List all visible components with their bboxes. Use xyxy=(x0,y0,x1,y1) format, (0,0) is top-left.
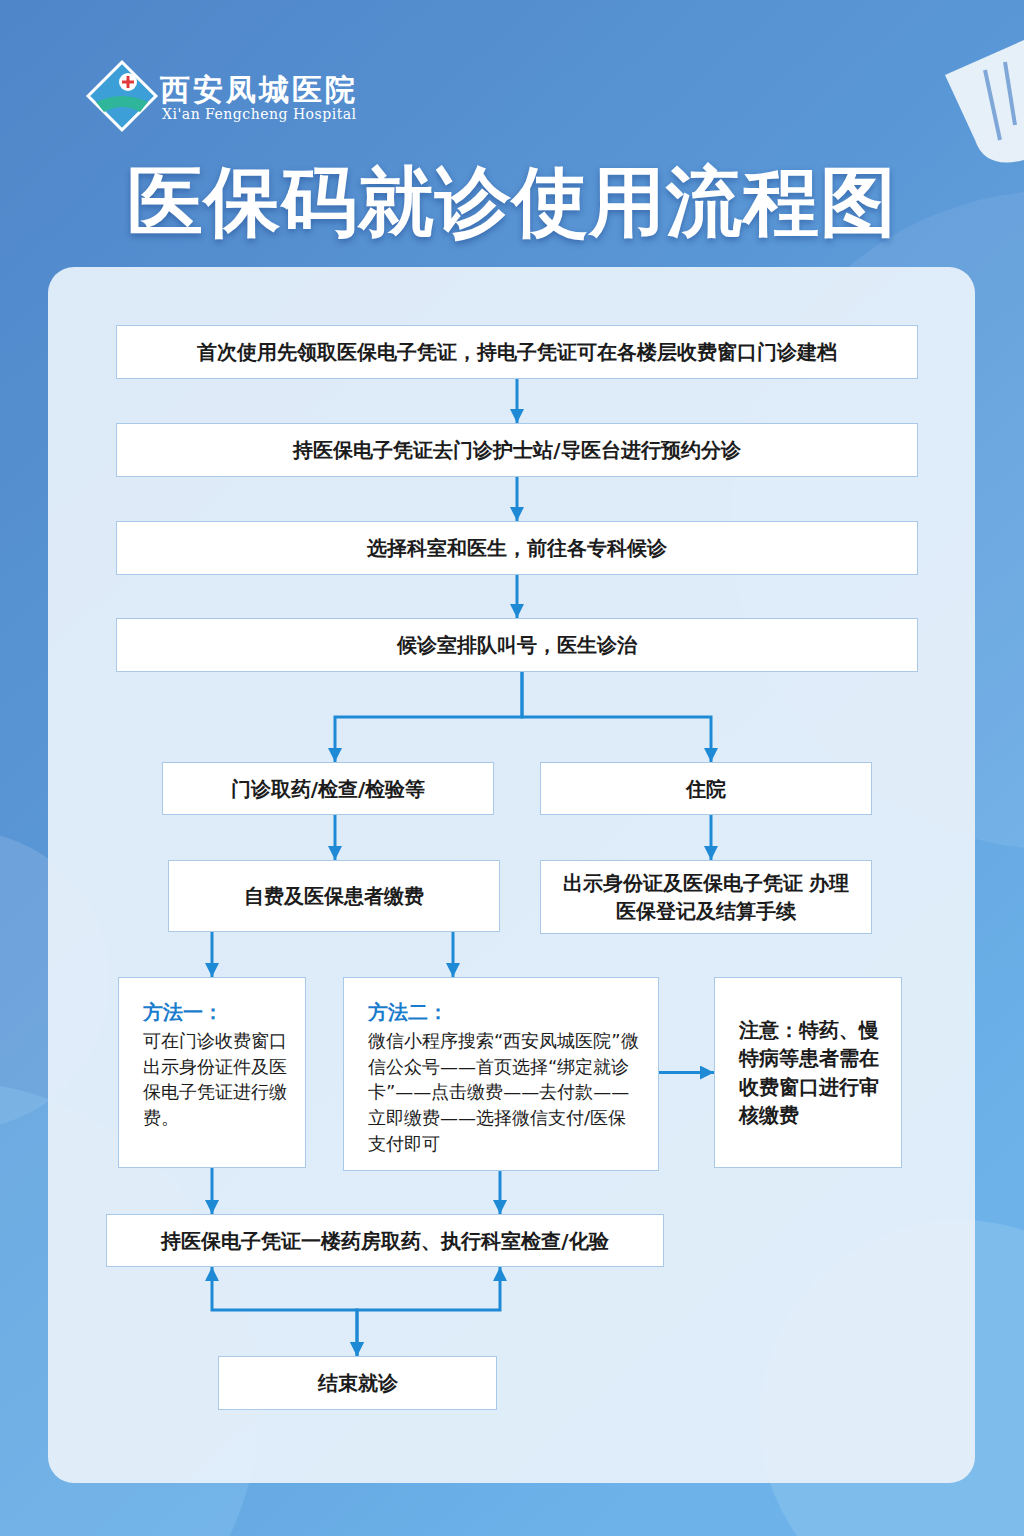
method-box: 方法一：可在门诊收费窗口出示身份证件及医保电子凭证进行缴费。 xyxy=(118,977,306,1168)
hospital-name: 西安凤城医院 xyxy=(160,70,358,111)
flow-arrow xyxy=(357,1267,500,1356)
method-box: 方法二：微信小程序搜索“西安凤城医院”微信公众号——首页选择“绑定就诊卡”——点… xyxy=(343,977,659,1171)
flow-arrow xyxy=(522,672,711,762)
process-box: 持医保电子凭证一楼药房取药、执行科室检查/化验 xyxy=(106,1214,664,1267)
method-heading: 方法一： xyxy=(143,998,287,1026)
process-box: 候诊室排队叫号，医生诊治 xyxy=(116,618,918,672)
box-text: 自费及医保患者缴费 xyxy=(244,882,424,910)
flow-arrow xyxy=(659,1071,714,1074)
flow-arrow xyxy=(516,379,519,423)
deco-shape xyxy=(945,40,1024,163)
process-box: 选择科室和医生，前往各专科候诊 xyxy=(116,521,918,575)
content-panel xyxy=(48,267,975,1483)
flow-arrow xyxy=(334,815,337,860)
flow-arrow xyxy=(710,815,713,860)
process-box: 出示身份证及医保电子凭证 办理医保登记及结算手续 xyxy=(540,860,872,934)
box-text: 微信小程序搜索“西安凤城医院”微信公众号——首页选择“绑定就诊卡”——点击缴费—… xyxy=(368,1028,640,1156)
flow-arrow xyxy=(211,932,214,977)
flow-arrow xyxy=(335,672,522,762)
box-text: 候诊室排队叫号，医生诊治 xyxy=(397,631,637,659)
note-box: 注意：特药、慢特病等患者需在收费窗口进行审核缴费 xyxy=(714,977,902,1168)
box-text: 结束就诊 xyxy=(318,1369,398,1397)
box-text: 可在门诊收费窗口出示身份证件及医保电子凭证进行缴费。 xyxy=(143,1028,287,1130)
process-box: 门诊取药/检查/检验等 xyxy=(162,762,494,815)
hospital-name-en: Xi'an Fengcheng Hospital xyxy=(162,106,357,122)
end-box: 结束就诊 xyxy=(218,1356,497,1410)
flow-arrow xyxy=(212,1267,357,1356)
method-heading: 方法二： xyxy=(368,998,640,1026)
box-text: 注意：特药、慢特病等患者需在收费窗口进行审核缴费 xyxy=(739,1016,883,1130)
process-box: 首次使用先领取医保电子凭证，持电子凭证可在各楼层收费窗口门诊建档 xyxy=(116,325,918,379)
process-box: 自费及医保患者缴费 xyxy=(168,860,500,932)
logo-icon xyxy=(88,62,156,130)
flow-arrow xyxy=(516,477,519,521)
box-text: 住院 xyxy=(686,775,726,803)
flow-arrow xyxy=(499,1171,502,1214)
box-text: 出示身份证及医保电子凭证 办理医保登记及结算手续 xyxy=(555,869,857,925)
deco-shape xyxy=(985,62,1015,140)
box-text: 首次使用先领取医保电子凭证，持电子凭证可在各楼层收费窗口门诊建档 xyxy=(197,338,837,366)
diagram-title: 医保码就诊使用流程图 xyxy=(0,152,1024,255)
box-text: 持医保电子凭证去门诊护士站/导医台进行预约分诊 xyxy=(293,436,740,464)
flow-arrow xyxy=(211,1168,214,1214)
flow-arrow xyxy=(516,575,519,618)
process-box: 持医保电子凭证去门诊护士站/导医台进行预约分诊 xyxy=(116,423,918,477)
process-box: 住院 xyxy=(540,762,872,815)
box-text: 门诊取药/检查/检验等 xyxy=(231,775,426,803)
box-text: 选择科室和医生，前往各专科候诊 xyxy=(367,534,667,562)
box-text: 持医保电子凭证一楼药房取药、执行科室检查/化验 xyxy=(161,1227,608,1255)
flow-arrow xyxy=(452,932,455,977)
